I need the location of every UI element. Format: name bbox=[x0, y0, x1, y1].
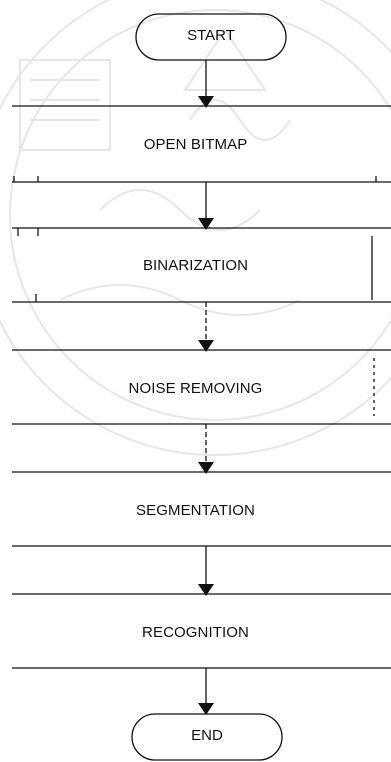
step-label-binarization: BINARIZATION bbox=[142, 257, 249, 274]
arrow-head bbox=[198, 584, 214, 596]
step-label-open-bitmap: OPEN BITMAP bbox=[143, 136, 248, 153]
start-label: START bbox=[187, 27, 235, 44]
step-label-recognition: RECOGNITION bbox=[142, 624, 249, 641]
arrow-head bbox=[198, 340, 214, 352]
step-label-noise-removing: NOISE REMOVING bbox=[128, 380, 263, 397]
arrow-head bbox=[198, 96, 214, 108]
arrow-head bbox=[198, 218, 214, 230]
step-label-segmentation: SEGMENTATION bbox=[136, 502, 255, 519]
end-terminator bbox=[131, 713, 283, 761]
arrow-head bbox=[198, 462, 214, 474]
arrow-head bbox=[198, 703, 214, 715]
start-terminator bbox=[135, 13, 287, 61]
end-label: END bbox=[191, 727, 223, 744]
